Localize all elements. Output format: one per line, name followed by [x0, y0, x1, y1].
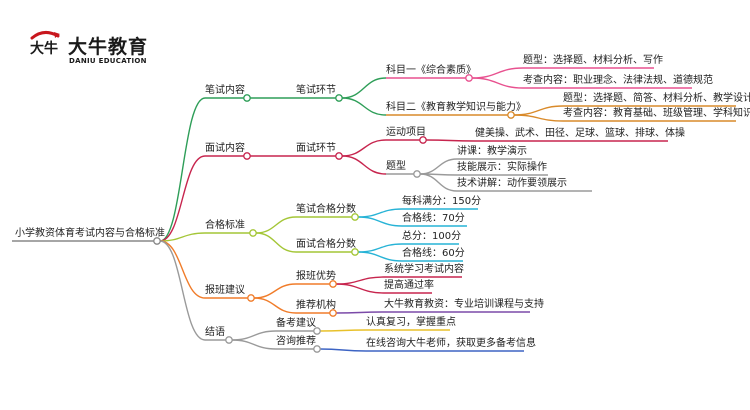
brand-name: 大牛教育 [68, 36, 149, 58]
root-topic: 小学教资体育考试内容与合格标准 [15, 228, 165, 239]
branch-connector [159, 232, 206, 242]
leaf-node: 提高通过率 [384, 280, 434, 291]
sub-dot [351, 248, 359, 256]
leaf-node: 考查内容：职业理念、法律法规、道德规范 [523, 75, 713, 86]
leaf-node: 在线咨询大牛老师，获取更多备考信息 [366, 338, 536, 349]
topic-dot [413, 170, 421, 178]
leaf-node: 每科满分：150分 [402, 196, 482, 207]
branch-connector [159, 240, 206, 299]
leaf-node: 技术讲解：动作要领展示 [457, 178, 567, 189]
leaf-node: 合格线：60分 [402, 248, 465, 259]
topic-node: 运动项目 [386, 127, 426, 138]
sub-connector [231, 339, 277, 350]
leaf-connector [357, 208, 403, 218]
branch-b1: 笔试内容 [205, 85, 245, 96]
leaf-node: 健美操、武术、田径、足球、篮球、排球、体操 [475, 128, 685, 139]
leaf-node: 技能展示：实际操作 [457, 162, 547, 173]
leaf-connector [419, 173, 458, 192]
topic-node: 题型 [386, 161, 406, 172]
branch-dot [243, 94, 251, 102]
leaf-node: 系统学习考试内容 [384, 264, 464, 275]
leaf-node: 题型：选择题、材料分析、写作 [523, 55, 663, 66]
connector-lines [12, 67, 736, 352]
topic-dot [465, 74, 473, 82]
sub-connector [231, 330, 277, 341]
branch-b3: 合格标准 [205, 220, 245, 231]
leaf-node: 认真复习，掌握重点 [366, 317, 456, 328]
leaf-connector [335, 283, 385, 294]
sub-dot [313, 345, 321, 353]
branch-dot [243, 152, 251, 160]
leaf-connector [357, 216, 403, 227]
branch-b2: 面试内容 [205, 143, 245, 154]
topic-node: 科目一《综合素质》 [386, 65, 476, 76]
root-dot [153, 237, 161, 245]
topic-connector [341, 77, 387, 99]
topic-node: 科目二《教育教学知识与能力》 [386, 102, 526, 113]
sub-node: 报班优势 [296, 271, 336, 282]
sub-dot [329, 309, 337, 317]
sub-connector [253, 297, 297, 314]
leaf-node: 合格线：70分 [402, 213, 465, 224]
topic-dot [419, 136, 427, 144]
brand-mark-glyph: 大牛 [30, 41, 58, 57]
leaf-node: 总分：100分 [402, 231, 462, 242]
leaf-connector [513, 114, 564, 122]
sub-node: 备考建议 [276, 318, 316, 329]
topic-connector [341, 139, 387, 157]
leaf-connector [357, 243, 403, 253]
branch-b5: 结语 [205, 327, 225, 338]
brand-mark-icon [30, 31, 60, 40]
sub-node: 笔试合格分数 [296, 204, 356, 215]
sub-connector [255, 216, 297, 234]
leaf-connector [419, 158, 458, 175]
leaf-connector [471, 77, 524, 89]
sub-dot [351, 213, 359, 221]
node-dots [153, 74, 515, 353]
sub-node: 笔试环节 [296, 85, 336, 96]
leaf-connector [319, 348, 367, 352]
topic-connector [341, 155, 387, 175]
leaf-connector [425, 139, 476, 142]
leaf-node: 大牛教育教资：专业培训课程与支持 [384, 299, 544, 310]
leaf-node: 考查内容：教育基础、班级管理、学科知识 [563, 108, 750, 119]
branch-dot [225, 336, 233, 344]
branch-connector [159, 97, 206, 242]
leaf-connector [335, 311, 385, 314]
sub-dot [313, 327, 321, 335]
leaf-node: 讲课：教学演示 [457, 146, 527, 157]
branch-b4: 报班建议 [205, 285, 245, 296]
sub-node: 面试合格分数 [296, 239, 356, 250]
branch-dot [249, 229, 257, 237]
sub-dot [335, 94, 343, 102]
branch-dot [247, 294, 255, 302]
sub-connector [253, 283, 297, 299]
brand-name-en: DANIU EDUCATION [69, 57, 147, 65]
leaf-connector [357, 251, 403, 262]
sub-node: 推荐机构 [296, 300, 336, 311]
sub-connector [255, 232, 297, 253]
sub-node: 面试环节 [296, 143, 336, 154]
topic-dot [507, 111, 515, 119]
topic-connector [341, 97, 387, 116]
sub-dot [329, 280, 337, 288]
leaf-connector [471, 67, 524, 79]
leaf-connector [319, 329, 367, 332]
leaf-connector [335, 276, 385, 285]
leaf-node: 题型：选择题、简答、材料分析、教学设计 [563, 93, 750, 104]
sub-dot [335, 152, 343, 160]
branch-connector [159, 155, 206, 242]
branch-connector [159, 240, 206, 341]
brand-logo: 大牛 大牛教育 DANIU EDUCATION [24, 26, 174, 70]
sub-node: 咨询推荐 [276, 336, 316, 347]
